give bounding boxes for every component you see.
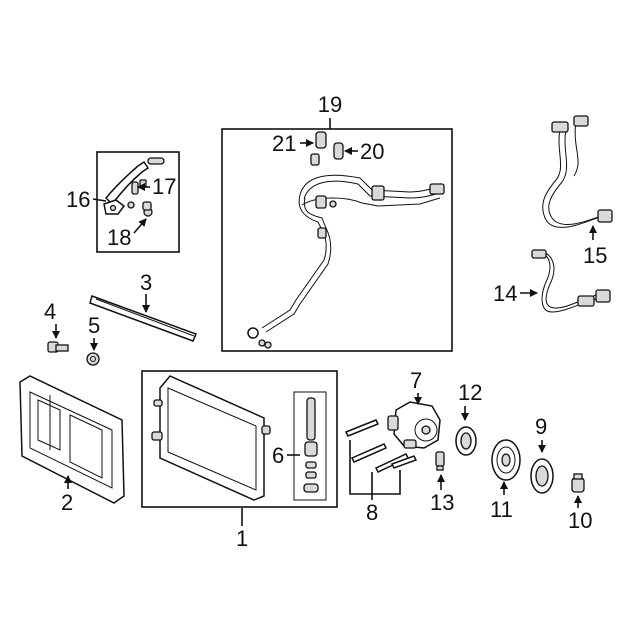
callout-7: 7 [410,368,422,393]
suction-hose-16[interactable] [103,157,165,215]
manifold-line-group: 19 21 20 [221,92,453,352]
group-1-box [141,370,338,508]
radiator-frame-2[interactable] [19,375,125,504]
group-19-box [221,128,453,352]
callout-4: 4 [44,299,56,324]
hose-kit-group: 16 17 18 [66,151,180,253]
callout-19: 19 [318,92,342,117]
callout-16: 16 [66,187,90,212]
drier-6[interactable] [293,391,327,501]
pressure-switch-13[interactable] [435,451,445,471]
seal-strip-3[interactable] [89,295,198,342]
callout-3: 3 [140,270,152,295]
callout-6: 6 [272,443,284,468]
compressor-7[interactable] [387,401,441,449]
callout-12: 12 [458,380,482,405]
liquid-line-14[interactable] [531,249,611,313]
callout-9: 9 [535,414,547,439]
condenser-group: 6 1 [141,370,338,551]
clutch-coil-9[interactable] [530,458,554,494]
pulley-11[interactable] [491,439,521,481]
callout-10: 10 [568,508,592,533]
callout-2: 2 [61,490,73,515]
callout-15: 15 [583,243,607,268]
bolt-4[interactable] [47,341,69,353]
callout-17: 17 [152,174,176,199]
leader-18 [133,218,147,234]
leader-8-bracket [349,440,401,495]
leader-16 [92,198,107,202]
group-16-box [96,151,180,253]
callout-11: 11 [490,497,513,522]
valve-10[interactable] [571,473,585,493]
bolts-8[interactable] [344,419,418,473]
callout-21: 21 [272,131,296,156]
clutch-hub-12[interactable] [455,426,477,456]
discharge-hose-15[interactable] [542,115,613,228]
nut-18[interactable] [127,201,153,217]
valve-21[interactable] [310,131,327,166]
nut-5[interactable] [86,352,100,366]
callout-13: 13 [430,490,454,515]
refrigerant-tubes[interactable] [247,174,445,349]
callout-18: 18 [107,225,131,250]
valve-20[interactable] [333,142,344,160]
callout-8: 8 [366,500,378,525]
callout-20: 20 [360,139,384,164]
condenser-1[interactable] [151,375,271,501]
callout-1: 1 [236,526,248,551]
callout-14: 14 [493,281,517,306]
callout-5: 5 [88,313,100,338]
